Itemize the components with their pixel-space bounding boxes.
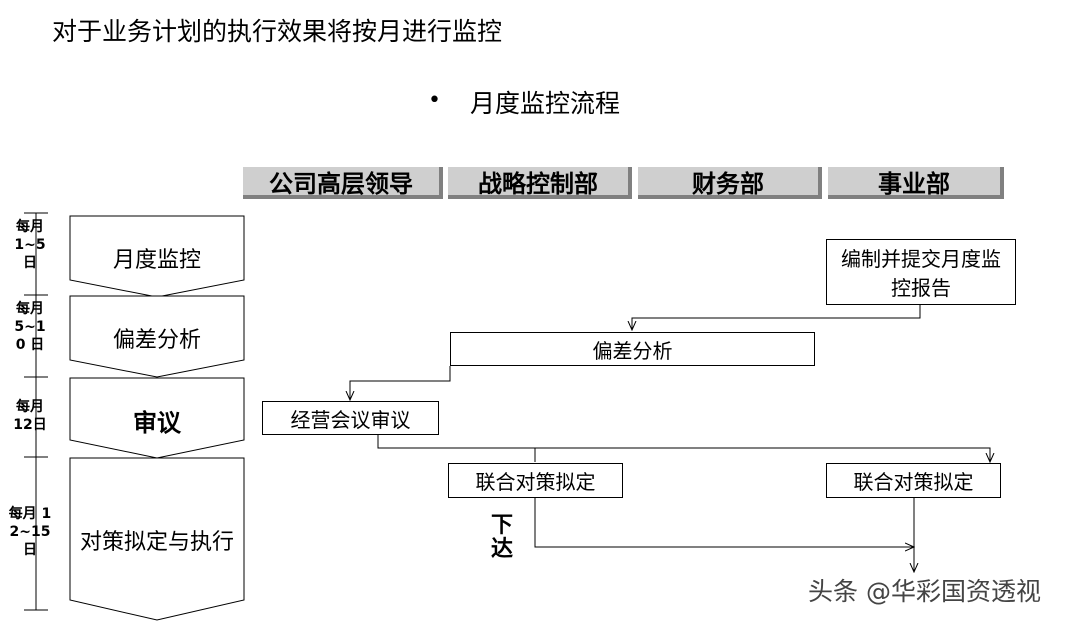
connector-deviation-to-review: [350, 366, 451, 400]
column-header-business: 事业部: [828, 167, 1004, 199]
phase-label-deviation: 偏差分析: [112, 328, 201, 353]
box-report: 编制并提交月度监控报告: [826, 239, 1016, 305]
bullet-icon: •: [428, 88, 441, 113]
phase-chevron-deviation: [69, 295, 245, 378]
box-joint-strategy-right: 联合对策拟定: [826, 463, 1001, 498]
phase-label-monitor: 月度监控: [112, 248, 201, 273]
page-title: 对于业务计划的执行效果将按月进行监控: [52, 17, 503, 46]
phase-chevron-execute: [69, 457, 245, 621]
column-header-strategy: 战略控制部: [448, 167, 632, 199]
phase-time-1: 每月 1~5 日: [14, 219, 46, 271]
box-joint-strategy-left: 联合对策拟定: [448, 463, 623, 498]
watermark: 头条 @华彩国资透视: [808, 577, 1041, 606]
phase-chevron-review: [69, 377, 245, 459]
diagram-subtitle: 月度监控流程: [470, 89, 621, 118]
connector-review-split: [377, 434, 990, 462]
phase-time-4: 每月 12~15 日: [8, 506, 52, 558]
phase-label-execute: 对策拟定与执行: [79, 530, 234, 555]
connector-report-to-deviation: [632, 304, 921, 330]
issue-label: 下达: [490, 513, 513, 562]
connector-issue-down: [534, 498, 914, 547]
box-meeting-review: 经营会议审议: [262, 401, 439, 435]
phase-label-review: 审议: [133, 408, 181, 437]
phase-chevron-monitor: [69, 215, 245, 298]
box-deviation-analysis: 偏差分析: [450, 332, 815, 366]
time-rail: [24, 212, 48, 611]
phase-time-3: 每月 12日: [13, 399, 47, 433]
phase-time-2: 每月 5~10 日: [14, 301, 46, 353]
column-header-leadership: 公司高层领导: [243, 167, 443, 199]
column-header-finance: 财务部: [638, 167, 822, 199]
